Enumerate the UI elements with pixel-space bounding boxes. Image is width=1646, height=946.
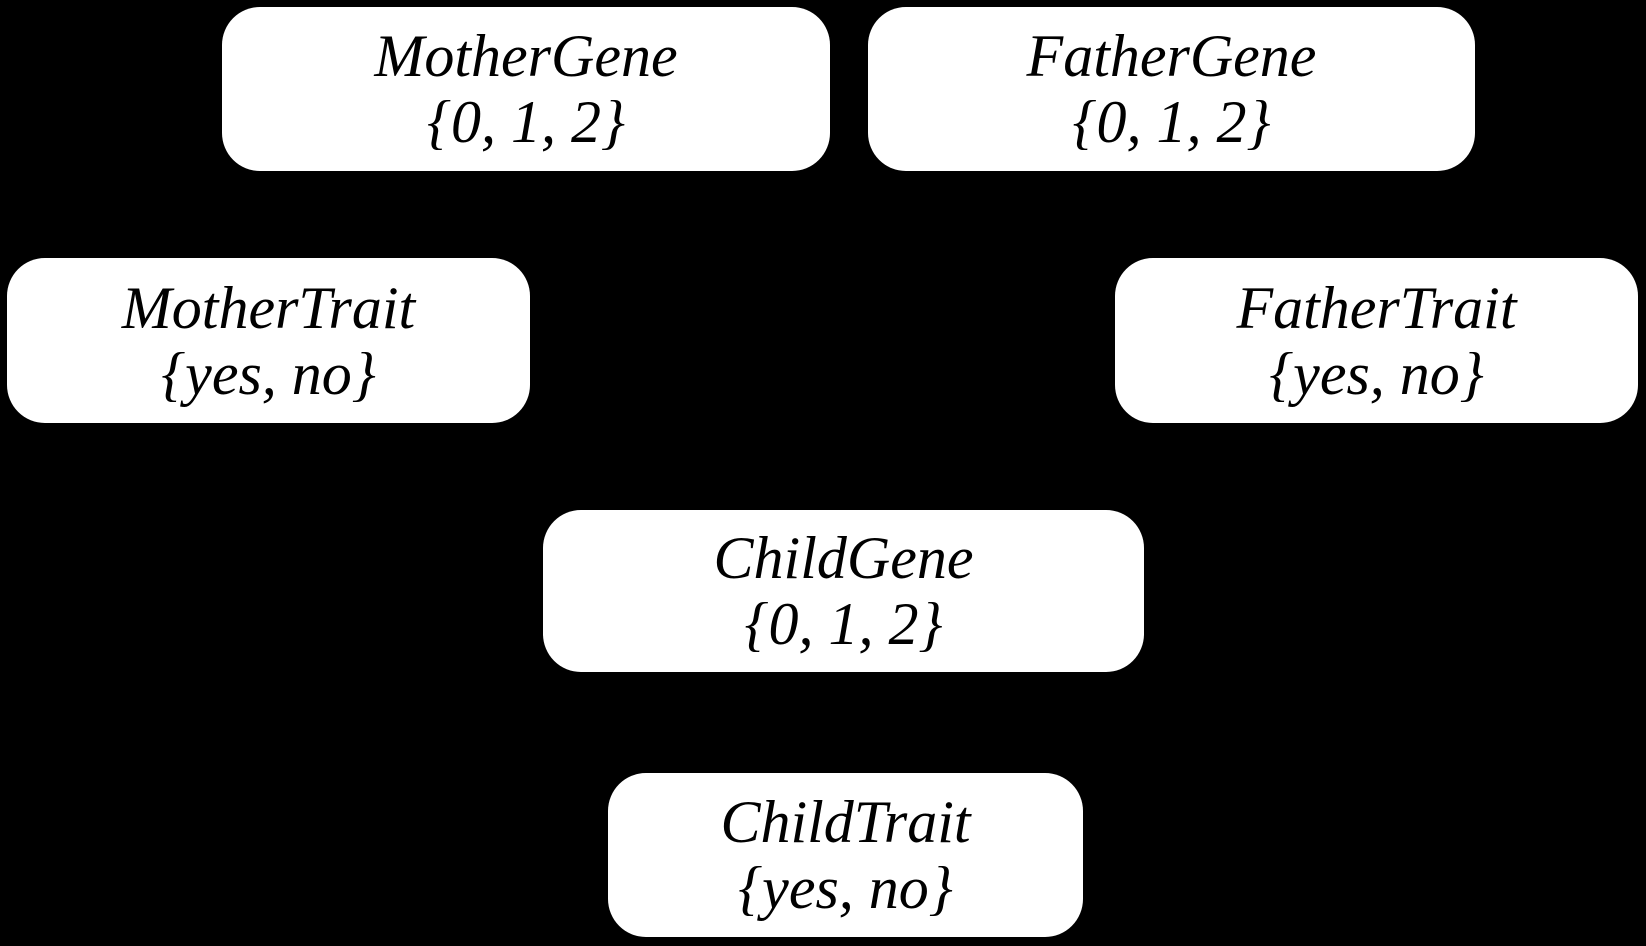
node-father-trait-title: FatherTrait: [1236, 274, 1517, 341]
node-child-gene-title: ChildGene: [713, 525, 974, 591]
node-father-gene-title: FatherGene: [1026, 23, 1317, 89]
node-child-trait-domain: {yes, no}: [738, 855, 953, 921]
node-mother-trait: MotherTrait {yes, no}: [7, 258, 530, 423]
node-child-gene-domain: {0, 1, 2}: [744, 591, 943, 657]
node-child-trait: ChildTrait {yes, no}: [608, 773, 1083, 937]
node-mother-trait-domain: {yes, no}: [161, 340, 376, 407]
node-mother-gene: MotherGene {0, 1, 2}: [222, 7, 830, 171]
node-father-trait: FatherTrait {yes, no}: [1115, 258, 1638, 423]
node-mother-trait-title: MotherTrait: [121, 274, 416, 341]
node-father-trait-domain: {yes, no}: [1269, 340, 1484, 407]
node-child-trait-title: ChildTrait: [720, 789, 971, 855]
node-child-gene: ChildGene {0, 1, 2}: [543, 510, 1144, 672]
node-father-gene-domain: {0, 1, 2}: [1072, 89, 1271, 155]
node-mother-gene-title: MotherGene: [374, 23, 678, 89]
node-father-gene: FatherGene {0, 1, 2}: [868, 7, 1475, 171]
node-mother-gene-domain: {0, 1, 2}: [427, 89, 625, 155]
